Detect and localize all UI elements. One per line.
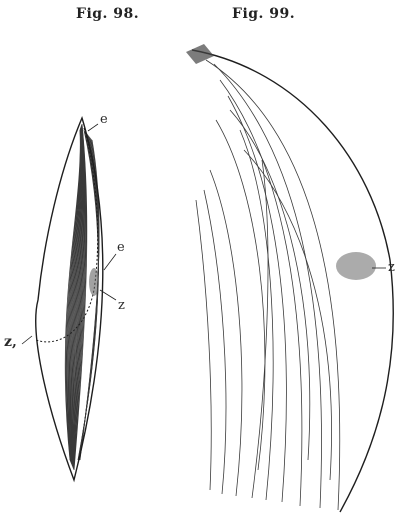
figure-98-label-z-sub: z,	[4, 334, 17, 350]
figure-99-strands	[196, 60, 340, 510]
figure-99-mottled-zone	[336, 252, 376, 280]
horn-strand	[210, 170, 242, 496]
horn-strand	[206, 60, 340, 510]
horn-strand	[244, 150, 332, 480]
horn-strand	[228, 96, 286, 502]
figure-99-outer-outline	[192, 50, 393, 512]
horn-strand	[252, 160, 268, 498]
figure-98-label-e-top: e	[100, 112, 108, 127]
figure-98-label-z: z	[118, 298, 125, 313]
horn-strand	[240, 130, 273, 500]
figure-99-tip	[186, 44, 214, 64]
horn-strand	[196, 200, 211, 490]
figure-99-label-z: z	[388, 260, 395, 275]
horn-strand	[204, 190, 226, 494]
horn-strand	[216, 120, 265, 470]
figure-98-label-e-mid: e	[117, 240, 125, 255]
